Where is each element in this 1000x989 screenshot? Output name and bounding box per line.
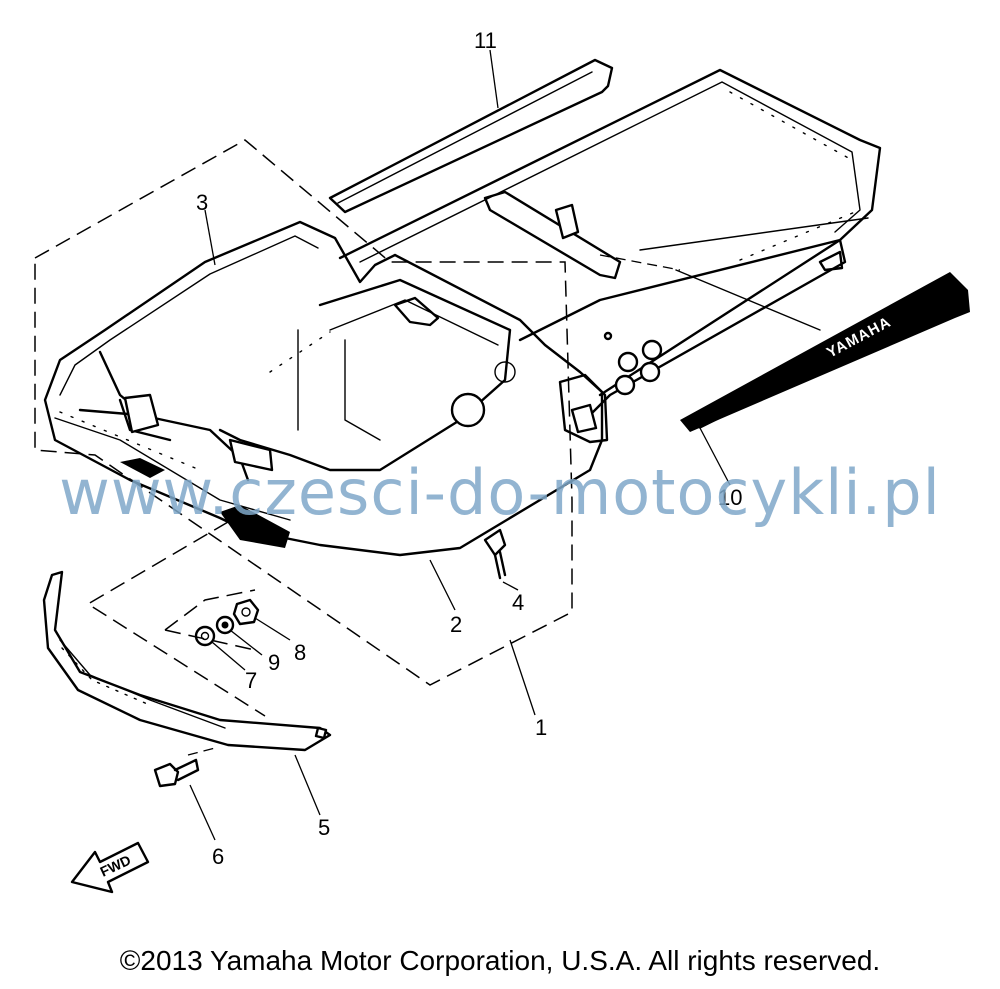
part-11-top-stripe [328, 58, 614, 214]
callout-5: 5 [318, 815, 330, 840]
callout-6: 6 [212, 844, 224, 869]
part-4-rivet [483, 528, 507, 580]
part-3-tub [43, 220, 609, 557]
copyright-notice: ©2013 Yamaha Motor Corporation, U.S.A. A… [119, 945, 881, 976]
callout-10: 10 [718, 485, 742, 510]
callout-9: 9 [268, 650, 280, 675]
part-8-nut [232, 598, 260, 626]
callout-1: 1 [535, 715, 547, 740]
callout-2: 2 [450, 612, 462, 637]
part-5-bumper [42, 570, 332, 752]
callout-8: 8 [294, 640, 306, 665]
part-6-bolt [153, 758, 200, 788]
callout-4: 4 [512, 590, 524, 615]
callout-11: 11 [474, 28, 497, 53]
part-7-washer [194, 625, 216, 647]
callout-7: 7 [245, 668, 257, 693]
fwd-arrow: FWD [70, 841, 150, 894]
part-10-side-stripe: YAMAHA [680, 272, 970, 432]
part-9-washer [215, 615, 235, 635]
assembly-boundary [34, 139, 573, 686]
callout-3: 3 [196, 190, 208, 215]
